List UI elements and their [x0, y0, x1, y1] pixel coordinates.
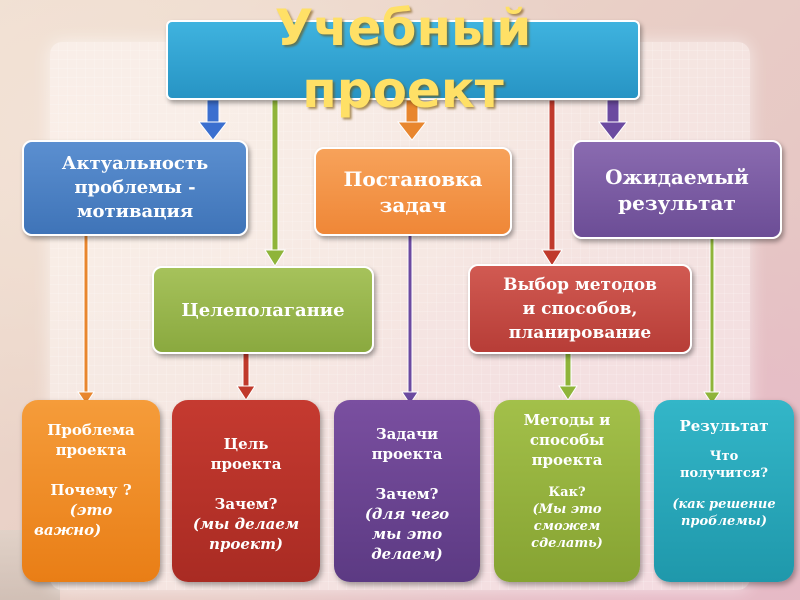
expected-result-line: Ожидаемый	[605, 164, 749, 189]
card-problem: Проблема проекта Почему ? (это важно)	[22, 400, 160, 582]
card-goal-italic: проект)	[208, 535, 284, 553]
method-choice-line: планирование	[508, 323, 652, 343]
card-methods-italic: (Мы это	[532, 502, 602, 517]
card-methods-line	[494, 470, 640, 484]
card-result-line: Результат	[679, 417, 769, 435]
card-tasks-italic: (для чего	[364, 505, 450, 523]
card-result-line: получится?	[679, 466, 769, 481]
title-arrow-2	[396, 99, 428, 141]
card-tasks-line: Задачи	[375, 425, 439, 443]
relevance-line: мотивация	[76, 201, 194, 222]
title-arrow-1	[197, 99, 229, 141]
arrow-to-card-1	[77, 233, 95, 405]
arrow-to-card-3	[401, 221, 419, 405]
goal-setting-label: Целеполагание	[181, 299, 345, 321]
method-choice-line: Выбор методов	[503, 275, 657, 295]
box-method-choice: Выбор методов и способов, планирование	[468, 264, 692, 354]
card-goal-line: Цель	[223, 435, 269, 453]
arrow-to-goal-setting	[264, 99, 286, 267]
card-tasks-italic: мы это	[371, 525, 443, 543]
arrow-to-card-2	[236, 351, 256, 401]
task-setting-line: Постановка	[343, 166, 483, 191]
box-task-setting: Постановка задач	[314, 147, 512, 236]
card-tasks-italic: делаем)	[371, 545, 443, 563]
card-methods-italic: сможем	[533, 519, 601, 534]
title-line-1: Учебный	[274, 0, 532, 57]
card-result-italic: проблемы)	[680, 514, 768, 529]
card-result-line: Что	[709, 449, 739, 464]
box-expected-result: Ожидаемый результат	[572, 140, 782, 239]
card-result: Результат Что получится? (как решение пр…	[654, 400, 794, 582]
title-box: Учебный проект	[166, 0, 640, 118]
relevance-line: проблемы -	[74, 177, 196, 198]
card-result-line	[654, 436, 794, 448]
arrow-to-method-choice	[541, 99, 563, 267]
task-setting-line: задач	[379, 192, 447, 217]
card-tasks-line	[334, 464, 480, 484]
card-methods-italic: сделать)	[531, 536, 603, 551]
card-goal: Цель проекта Зачем? (мы делаем проект)	[172, 400, 320, 582]
expected-result-line: результат	[618, 190, 736, 215]
arrow-to-card-4	[558, 351, 578, 401]
card-problem-italic: важно)	[34, 521, 102, 539]
card-methods-line: Методы и	[523, 411, 611, 429]
card-goal-line: проекта	[210, 455, 282, 473]
arrow-to-card-5	[703, 237, 721, 405]
relevance-line: Актуальность	[61, 153, 209, 174]
title-line-2: проект	[302, 61, 504, 119]
title-arrow-3	[597, 99, 629, 141]
card-problem-line: Проблема	[47, 421, 135, 439]
card-tasks: Задачи проекта Зачем? (для чего мы это д…	[334, 400, 480, 582]
card-tasks-line: Зачем?	[375, 485, 439, 503]
box-goal-setting: Целеполагание	[152, 266, 374, 354]
card-methods-line: Как?	[548, 485, 586, 500]
card-methods-line: способы	[529, 431, 605, 449]
card-problem-line: Почему ?	[50, 481, 132, 499]
card-goal-line: Зачем?	[214, 495, 278, 513]
card-goal-italic: (мы делаем	[192, 515, 300, 533]
card-goal-line	[172, 474, 320, 494]
card-tasks-line: проекта	[371, 445, 443, 463]
card-methods: Методы и способы проекта Как? (Мы это см…	[494, 400, 640, 582]
box-relevance: Актуальность проблемы - мотивация	[22, 140, 248, 236]
card-problem-line: проекта	[55, 441, 127, 459]
method-choice-line: и способов,	[522, 299, 638, 319]
card-problem-italic: (это	[69, 501, 113, 519]
card-methods-line: проекта	[531, 451, 603, 469]
card-result-italic: (как решение	[672, 497, 776, 512]
card-problem-line	[22, 460, 160, 480]
card-result-line	[654, 482, 794, 496]
